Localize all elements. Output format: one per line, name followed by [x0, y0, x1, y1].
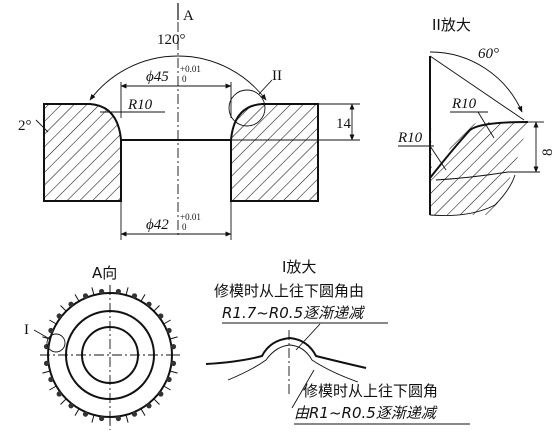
gear-tooth-lobe — [68, 301, 74, 307]
gear-tooth-lobe — [48, 376, 54, 383]
gear-tooth-lobe — [115, 288, 121, 295]
gear-tooth-mark — [60, 305, 67, 312]
detail-ii-r10-upper-ray — [477, 111, 495, 139]
detail-ii-r10-left-ray — [429, 145, 447, 171]
detail-i-tooth-outer — [205, 336, 367, 369]
gear-tooth-lobe — [158, 313, 164, 319]
view-arrow-label: A — [183, 8, 194, 24]
gear-tooth-mark — [91, 414, 95, 423]
gear-tooth-mark — [91, 287, 95, 296]
dia-top-tol-lower: 0 — [182, 74, 187, 84]
gear-tooth-mark — [163, 385, 171, 391]
gear-tooth-mark — [125, 287, 129, 296]
detail-i-note1-leader — [295, 323, 321, 351]
draft-angle-leader — [35, 119, 49, 133]
gear-tooth-lobe — [56, 391, 62, 397]
gear-tooth-mark — [153, 398, 160, 405]
gear-tooth-mark — [153, 305, 160, 312]
detail-ii-angle-arc — [429, 51, 523, 113]
detail-i-title: I放大 — [282, 258, 316, 276]
detail-ii-dim-8: 8 — [540, 149, 556, 157]
detail-ii-angle-label: 60° — [478, 46, 499, 62]
dia-top-tol-upper: +0.01 — [180, 64, 201, 74]
detail-ii-fillet-curve — [429, 121, 529, 179]
gear-tooth-mark — [169, 370, 178, 374]
gear-tooth-mark — [140, 408, 146, 416]
detail-i-marker: I — [24, 322, 29, 338]
gear-tooth-lobe — [146, 403, 152, 409]
dia-bottom-symbol: ϕ42 — [146, 217, 169, 233]
detail-i-note2-leader — [291, 369, 315, 409]
dia-bottom-tol-upper: +0.01 — [180, 212, 201, 222]
height-label: 14 — [336, 116, 352, 132]
detail-i-note2-line2: 由R1~R0.5逐渐递减 — [294, 404, 438, 422]
detail-i-leader — [33, 329, 49, 339]
detail-i-note1-line1: 修模时从上往下圆角由 — [214, 282, 364, 300]
gear-tooth-mark — [42, 336, 51, 340]
gear-tooth-lobe — [131, 411, 138, 417]
detail-ii-r10-upper: R10 — [451, 96, 477, 112]
detail-ii-title: II放大 — [432, 16, 471, 34]
detail-i-tooth-inner — [227, 344, 359, 383]
r10-main-label: R10 — [127, 97, 153, 113]
right-hatched-block — [230, 103, 319, 202]
detail-ii-r10-left: R10 — [397, 130, 423, 146]
gear-tooth-lobe — [166, 376, 172, 383]
detail-i-view: I放大 修模时从上往下圆角由 R1.7~R0.5逐渐递减 修模时从上往下圆角 由… — [205, 258, 470, 425]
gear-tooth-lobe — [170, 360, 177, 366]
detail-i-circle — [46, 333, 66, 353]
angle-120-label: 120° — [157, 32, 186, 48]
detail-ii-leader — [258, 79, 273, 95]
gear-tooth-lobe — [170, 344, 177, 350]
gear-tooth-lobe — [43, 344, 50, 350]
dia-bottom-tol-lower: 0 — [182, 222, 187, 232]
gear-tooth-lobe — [166, 327, 172, 334]
gear-tooth-mark — [49, 319, 57, 325]
gear-tooth-mark — [60, 398, 67, 405]
detail-ii-circle — [228, 89, 266, 127]
main-section-view: A 120° ϕ45 +0.01 0 R10 2° 14 II — [18, 3, 360, 240]
gear-tooth-mark — [125, 414, 129, 423]
gear-tooth-lobe — [48, 327, 54, 334]
gear-tooth-mark — [74, 294, 80, 302]
left-hatched-block — [43, 103, 122, 202]
detail-ii-hatched-profile — [430, 56, 528, 215]
draft-angle-label: 2° — [18, 118, 32, 134]
gear-tooth-lobe — [56, 313, 62, 319]
view-a-title: A向 — [92, 264, 117, 282]
detail-ii-view: II放大 60° R10 R10 8 — [397, 16, 556, 216]
gear-tooth-mark — [163, 319, 171, 325]
angle-120-arc — [89, 55, 267, 101]
detail-i-note2-line1: 修模时从上往下圆角 — [303, 382, 438, 400]
gear-tooth-lobe — [82, 293, 89, 299]
detail-ii-angle-ref — [429, 55, 525, 121]
detail-i-note1-line2: R1.7~R0.5逐渐递减 — [222, 304, 365, 322]
gear-tooth-lobe — [146, 301, 152, 307]
gear-tooth-mark — [49, 385, 57, 391]
gear-tooth-lobe — [131, 293, 138, 299]
gear-tooth-mark — [74, 408, 80, 416]
detail-ii-break-line — [429, 174, 516, 216]
gear-tooth-lobe — [99, 415, 105, 422]
gear-tooth-mark — [169, 336, 178, 340]
gear-tooth-mark — [140, 294, 146, 302]
gear-tooth-lobe — [158, 391, 164, 397]
detail-ii-marker: II — [272, 68, 282, 84]
dia-top-symbol: ϕ45 — [146, 69, 169, 85]
gear-tooth-mark — [42, 370, 51, 374]
gear-tooth-lobe — [68, 403, 74, 409]
gear-tooth-lobe — [115, 415, 121, 422]
gear-tooth-lobe — [82, 411, 89, 417]
view-a: A向 I — [24, 264, 180, 430]
gear-tooth-lobe — [43, 360, 50, 366]
detail-ii-lower-curve — [435, 171, 540, 181]
gear-teeth — [40, 285, 180, 425]
gear-tooth-lobe — [99, 288, 105, 295]
